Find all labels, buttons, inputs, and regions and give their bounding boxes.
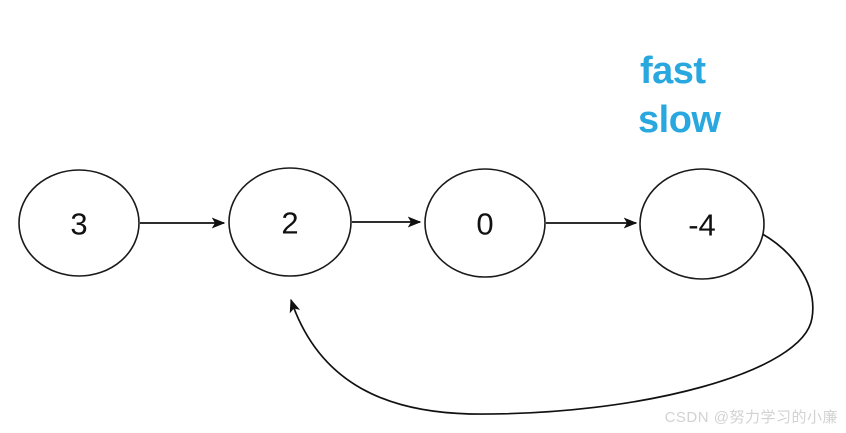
node-0[interactable]: 0 [424, 168, 546, 278]
node-2[interactable]: 2 [228, 167, 352, 277]
node-minus4-circle [639, 168, 765, 280]
node-2-circle [228, 167, 352, 277]
edge-group [140, 216, 814, 415]
node-0-label: 0 [476, 207, 493, 242]
node-0-circle [424, 168, 546, 278]
watermark: CSDN @努力学习的小廉 [664, 409, 838, 426]
node-3-label: 3 [70, 207, 87, 242]
pointer-label-slow: slow [638, 99, 721, 141]
cycle-edge-minus4-to-2 [289, 230, 814, 415]
node-2-label: 2 [281, 206, 298, 241]
node-minus4[interactable]: -4 [639, 168, 765, 280]
node-minus4-label: -4 [688, 208, 716, 243]
node-3-circle [18, 169, 140, 277]
node-3[interactable]: 3 [18, 169, 140, 277]
pointer-label-fast: fast [640, 50, 706, 92]
